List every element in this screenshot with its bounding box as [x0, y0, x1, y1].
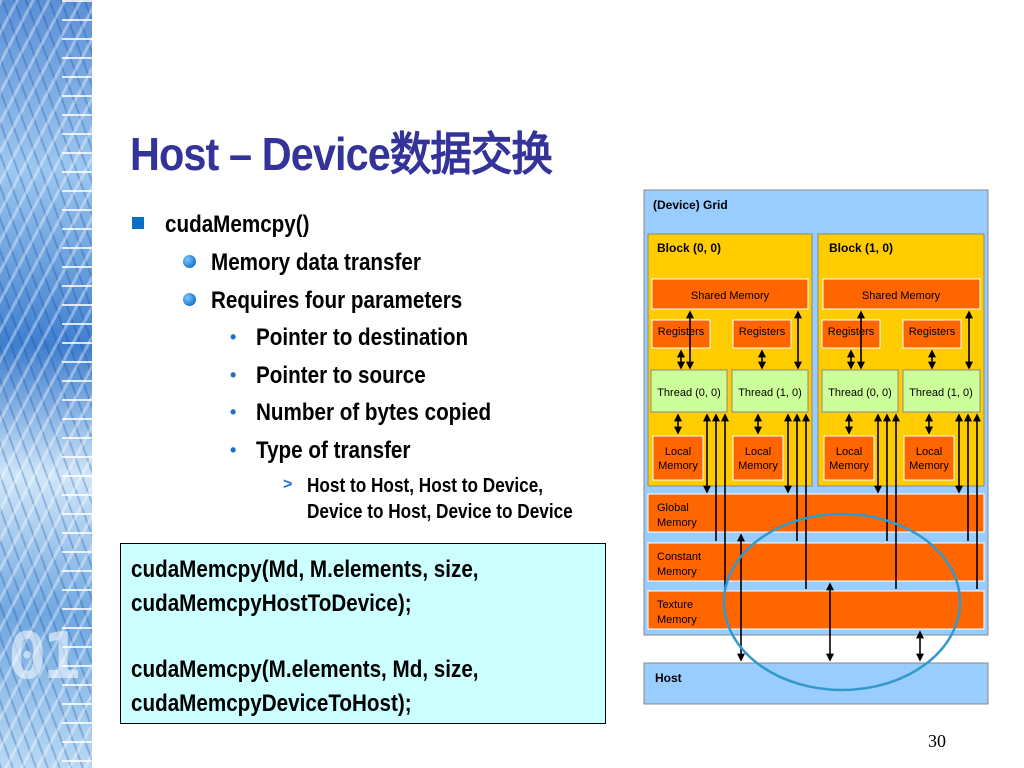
- local-memory-1-0-line1: Local: [836, 446, 862, 458]
- decorative-binary-text: 01: [8, 620, 81, 694]
- circle-bullet-icon: [183, 255, 196, 268]
- thread-0-1-0: [731, 369, 809, 413]
- highlight-ellipse: [722, 512, 962, 692]
- thread-0-0-0-label: Thread (0, 0): [657, 387, 721, 399]
- bullet-cudamemcpy: cudaMemcpy(): [165, 211, 310, 238]
- host-box: [643, 662, 989, 705]
- shared-memory-0-label: Shared Memory: [691, 290, 770, 302]
- local-memory-0-0: [652, 435, 704, 481]
- shared-memory-1: [822, 278, 981, 310]
- registers-1-0-label: Registers: [828, 326, 875, 338]
- local-memory-1-1: [903, 435, 955, 481]
- code-line-3: cudaMemcpy(M.elements, Md, size,: [131, 656, 479, 683]
- local-memory-0-1-line1: Local: [745, 446, 771, 458]
- code-line-2: cudaMemcpyHostToDevice);: [131, 590, 412, 617]
- page-number: 30: [928, 731, 946, 751]
- local-memory-0-1: [732, 435, 784, 481]
- shared-memory-0: [651, 278, 809, 310]
- local-memory-0-0-line2: Memory: [658, 460, 698, 472]
- registers-0-1-label: Registers: [739, 326, 786, 338]
- bullet-number-of-bytes-copied: Number of bytes copied: [256, 399, 492, 426]
- dot-bullet-icon: •: [230, 402, 237, 422]
- shared-memory-1-label: Shared Memory: [862, 290, 941, 302]
- thread-1-0-0: [821, 369, 899, 413]
- texture-memory: [647, 590, 985, 630]
- bullet-transfer-types-line-2: Device to Host, Device to Device: [307, 501, 573, 523]
- texture-memory-line1: Texture: [657, 599, 693, 611]
- dot-bullet-icon: •: [230, 365, 237, 385]
- global-memory-line1: Global: [657, 502, 689, 514]
- thread-0-0-0: [650, 369, 728, 413]
- block-0-0-label: Block (0, 0): [657, 241, 721, 255]
- local-memory-1-1-line1: Local: [916, 446, 942, 458]
- code-box: cudaMemcpy(Md, M.elements, size, cudaMem…: [120, 543, 606, 724]
- bullet-requires-four-parameters: Requires four parameters: [211, 287, 463, 314]
- registers-0-1: [732, 319, 792, 349]
- bullet-memory-data-transfer: Memory data transfer: [211, 249, 421, 276]
- thread-1-1-0-label: Thread (1, 0): [909, 387, 973, 399]
- arrows: [674, 310, 981, 662]
- bullet-type-of-transfer: Type of transfer: [256, 437, 411, 464]
- thread-1-1-0: [902, 369, 981, 413]
- code-line-4: cudaMemcpyDeviceToHost);: [131, 690, 412, 717]
- circle-bullet-icon: [183, 293, 196, 306]
- local-memory-1-0-line2: Memory: [829, 460, 869, 472]
- constant-memory-line2: Memory: [657, 566, 697, 578]
- registers-0-0: [651, 319, 711, 349]
- local-memory-0-0-line1: Local: [665, 446, 691, 458]
- bullet-pointer-to-source: Pointer to source: [256, 362, 426, 389]
- local-memory-0-1-line2: Memory: [738, 460, 778, 472]
- chevron-right-icon: >: [283, 476, 293, 493]
- bullet-pointer-to-destination: Pointer to destination: [256, 324, 469, 351]
- constant-memory-line1: Constant: [657, 551, 701, 563]
- device-grid-label: (Device) Grid: [653, 198, 728, 212]
- block-1-0-label: Block (1, 0): [829, 241, 893, 255]
- registers-1-1-label: Registers: [909, 326, 956, 338]
- local-memory-1-0: [823, 435, 875, 481]
- thread-1-0-0-label: Thread (0, 0): [828, 387, 892, 399]
- dot-bullet-icon: •: [230, 440, 237, 460]
- global-memory: [647, 493, 985, 533]
- decorative-side-strip: 01: [0, 0, 92, 768]
- bullet-transfer-types-line-1: Host to Host, Host to Device,: [307, 475, 544, 497]
- texture-memory-line2: Memory: [657, 614, 697, 626]
- registers-0-0-label: Registers: [658, 326, 705, 338]
- constant-memory: [647, 542, 985, 582]
- decorative-ticks: [62, 0, 92, 768]
- dot-bullet-icon: •: [230, 327, 237, 347]
- host-label: Host: [655, 671, 682, 685]
- registers-1-0: [821, 319, 881, 349]
- registers-1-1: [902, 319, 962, 349]
- code-line-1: cudaMemcpy(Md, M.elements, size,: [131, 556, 479, 583]
- global-memory-line2: Memory: [657, 517, 697, 529]
- local-memory-1-1-line2: Memory: [909, 460, 949, 472]
- slide-title: Host – Device数据交换: [130, 128, 553, 180]
- thread-0-1-0-label: Thread (1, 0): [738, 387, 802, 399]
- square-bullet-icon: [132, 217, 144, 229]
